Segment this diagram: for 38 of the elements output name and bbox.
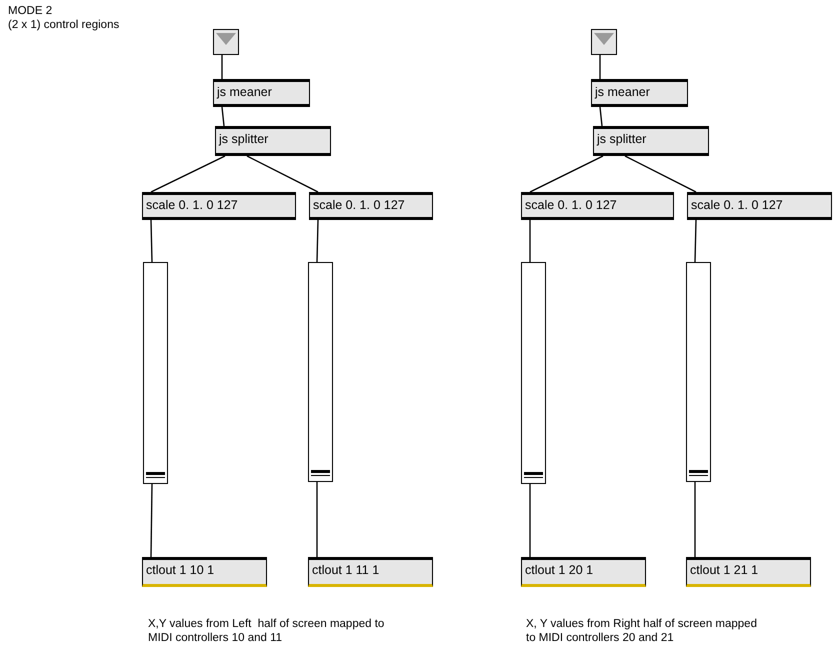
object-box: ctlout 1 11 1: [308, 557, 433, 587]
slider: [308, 262, 333, 482]
object-box: ctlout 1 10 1: [142, 557, 267, 587]
comment-text: (2 x 1) control regions: [8, 18, 120, 32]
bang-button: [213, 29, 239, 55]
object-box: scale 0. 1. 0 127: [309, 192, 433, 220]
patch-cord: [599, 55, 601, 79]
object-box: scale 0. 1. 0 127: [687, 192, 832, 220]
bang-button: [591, 29, 617, 55]
patch-cord: [316, 220, 319, 262]
patch-cord: [599, 106, 603, 126]
object-box: js meaner: [591, 79, 688, 107]
patch-cord: [624, 155, 696, 193]
object-box: js splitter: [215, 126, 331, 156]
comment-text: X, Y values from Right half of screen mapped to MIDI controllers 20 and 21: [526, 617, 758, 645]
object-box: ctlout 1 20 1: [521, 557, 646, 587]
object-box: scale 0. 1. 0 127: [142, 192, 296, 220]
patch-cord: [530, 155, 604, 193]
comment-text: MODE 2: [8, 4, 54, 18]
patch-cord: [150, 155, 226, 193]
slider: [143, 262, 168, 484]
object-box: js splitter: [593, 126, 709, 156]
patch-cord: [529, 484, 531, 557]
patch-cord: [246, 155, 318, 193]
object-box: js meaner: [213, 79, 310, 107]
comment-text: X,Y values from Left half of screen mapped to MIDI controllers 10 and 11: [148, 617, 386, 645]
patch-cord: [221, 106, 225, 126]
patch-cord: [221, 55, 223, 79]
patch-cord: [694, 220, 697, 262]
patch-cord: [316, 482, 318, 557]
patch-cord: [529, 220, 531, 262]
slider: [521, 262, 546, 484]
object-box: scale 0. 1. 0 127: [521, 192, 674, 220]
patch-cord: [150, 220, 153, 262]
patch-cord: [150, 484, 153, 557]
patch-cord: [694, 482, 696, 557]
object-box: ctlout 1 21 1: [686, 557, 811, 587]
slider: [686, 262, 711, 482]
